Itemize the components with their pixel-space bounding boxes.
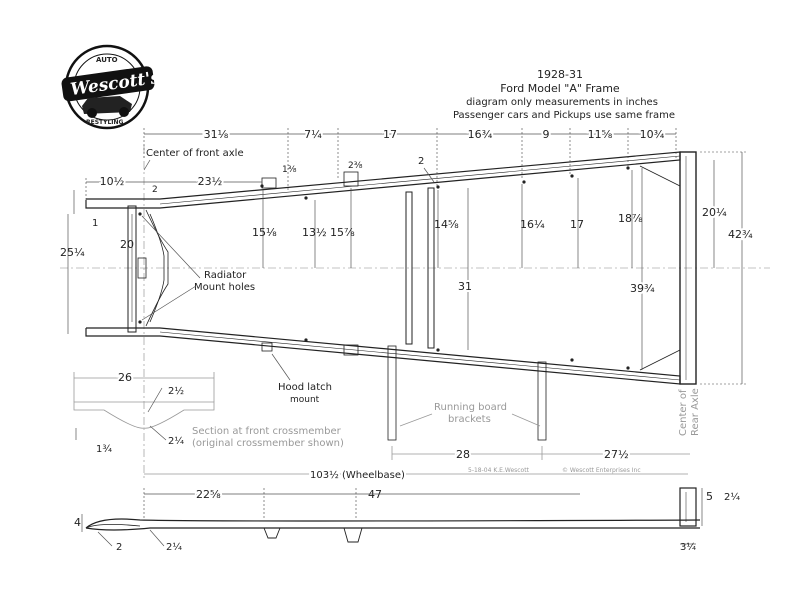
dim-2-1-4-side: 2¼ [166,541,182,553]
dim-1: 1 [92,218,98,229]
label-rear-axle-2: Rear Axle [690,388,701,436]
label-rear-axle: Center of [678,389,689,436]
dim-2a: 2 [152,185,158,195]
dim-1-3-4: 1¾ [96,444,112,455]
label-radiator-2: Mount holes [194,282,255,293]
dim-22: 22⅝ [196,488,221,501]
label-radiator: Radiator [204,270,247,281]
dim-16-1-4: 16¼ [520,218,545,231]
dim-25: 25¼ [60,246,85,259]
section-view: 26 2½ 2¼ 1¾ Section at front crossmember… [73,369,344,455]
label-running-board: Running board [434,402,507,413]
title-model: Ford Model "A" Frame [500,82,620,95]
dim-3-1-4: 3¼ [680,541,696,553]
label-copyright: © Wescott Enterprises Inc [562,467,641,474]
side-elevation: 22⅝ 47 4 2 2¼ 5 2¼ 3¼ [74,486,740,553]
dim-23: 23½ [198,175,223,188]
dim-17b: 17 [570,218,584,231]
label-section-2: (original crossmember shown) [192,438,344,449]
dim-2-1-4-rear: 2¼ [724,491,740,503]
title-note-2: Passenger cars and Pickups use same fram… [453,110,675,121]
label-hood-latch: Hood latch [278,382,332,393]
label-running-board-2: brackets [448,414,491,425]
dim-20a: 20 [120,238,134,251]
dim-2-1-4-section: 2¼ [168,435,184,447]
top-dimensions: 31⅛ 7¼ 17 16¾ 9 11⅝ 10¾ [143,126,677,190]
dim-28: 28 [456,448,470,461]
label-center-front-axle: Center of front axle [146,148,244,159]
dim-47: 47 [368,488,382,501]
label-hood-latch-2: mount [290,395,320,405]
logo-top-text: AUTO [96,56,118,64]
dim-9: 9 [543,128,550,141]
title-note: diagram only measurements in inches [466,97,658,108]
dim-10: 10¾ [640,128,665,141]
dim-42: 42¾ [728,228,753,241]
dim-11: 11⅝ [588,128,613,141]
title-block: 1928-31 Ford Model "A" Frame diagram onl… [453,68,675,121]
dim-14: 14⅝ [434,218,459,231]
dim-15-7-8: 15⅞ [330,226,355,239]
dim-20-1-4: 20¼ [702,206,727,219]
dim-2-3-8: 2⅜ [348,161,363,171]
dim-13: 13½ [302,226,327,239]
dim-5: 5 [706,490,713,503]
dim-2-5: 2½ [168,385,184,397]
dim-18: 18⅞ [618,212,643,225]
wheelbase-dimensions: 28 27½ 103½ (Wheelbase) 5-18-04 K.E.Wesc… [144,446,690,483]
dim-10-5: 10½ [100,175,125,188]
dim-39: 39¾ [630,282,655,295]
label-credit: 5-18-04 K.E.Wescott [468,467,530,474]
wescotts-logo: AUTO Wescott's RESTYLING [61,44,162,130]
dim-7: 7¼ [304,128,322,141]
dim-wheelbase: 103½ (Wheelbase) [310,469,405,481]
dim-31: 31⅛ [204,128,229,141]
plan-view [60,145,770,480]
dim-4: 4 [74,516,81,529]
dim-2b: 2 [418,156,424,167]
dim-15-1-8: 15⅛ [252,226,277,239]
title-year: 1928-31 [537,68,583,81]
dim-17: 17 [383,128,397,141]
logo-bottom-text: RESTYLING [86,119,124,126]
dim-26: 26 [118,371,132,384]
dim-1-3-8: 1⅜ [282,165,297,175]
dim-31-width: 31 [458,280,472,293]
dim-2-side: 2 [116,542,122,553]
dim-27: 27½ [604,448,629,461]
label-section: Section at front crossmember [192,426,342,437]
plan-dimensions: Center of front axle 10½ 2 23½ 1⅜ 2⅜ 2 1… [60,148,755,436]
dim-16: 16¾ [468,128,493,141]
